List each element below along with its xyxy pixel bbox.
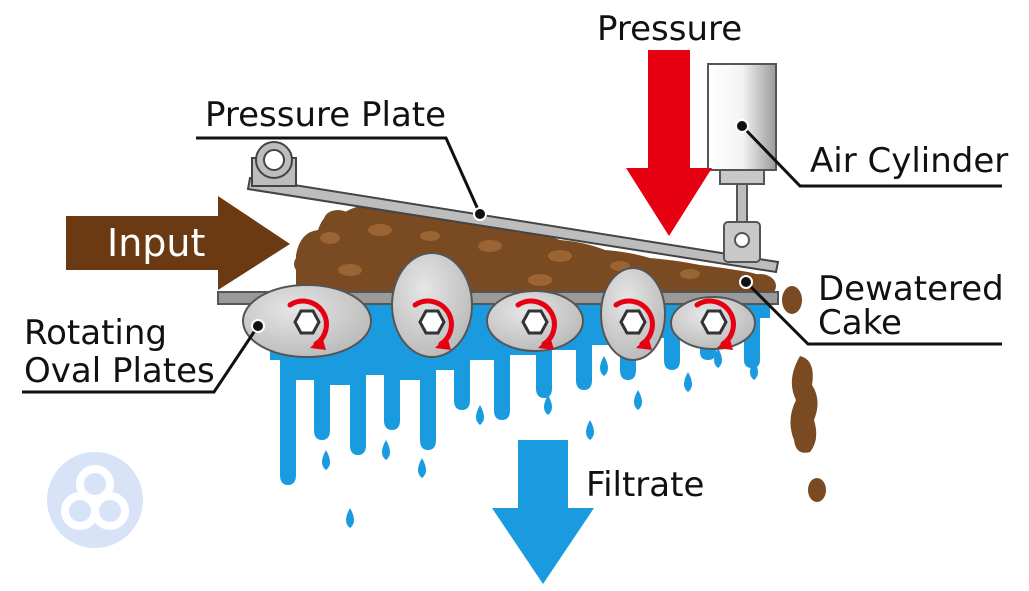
label-pressure-plate: Pressure Plate xyxy=(205,95,446,135)
filtrate-streams xyxy=(270,300,770,485)
hex-nut-icon xyxy=(619,309,647,335)
oval-plate xyxy=(391,252,473,358)
falling-cake xyxy=(782,286,826,502)
air-cylinder xyxy=(707,63,777,263)
rotate-clockwise-icon xyxy=(613,298,655,347)
label-cake: Cake xyxy=(818,303,902,343)
rotate-clockwise-icon xyxy=(287,298,329,347)
pressure-plate-leader xyxy=(196,136,482,215)
leader-lines xyxy=(22,124,1002,394)
leader-dots xyxy=(251,119,753,333)
hex-nut-icon xyxy=(521,309,549,335)
label-air-cylinder: Air Cylinder xyxy=(810,141,1008,181)
sludge-highlights xyxy=(320,224,700,286)
label-dewatered: Dewatered xyxy=(818,269,1004,309)
rotating-plates-leader xyxy=(22,325,260,394)
air-cylinder-leader xyxy=(740,124,1002,188)
filtrate-arrow xyxy=(492,440,594,584)
filtrate-drops xyxy=(322,348,758,528)
dewatered-cake-leader xyxy=(744,280,1002,346)
rotate-clockwise-icon xyxy=(694,298,736,347)
hex-nut-icon xyxy=(418,309,446,335)
three-circle-logo-icon xyxy=(47,452,143,548)
hex-nut-icon xyxy=(293,309,321,335)
label-input: Input xyxy=(107,221,205,265)
hex-nut-icon xyxy=(700,309,728,335)
rotate-clockwise-icon xyxy=(515,298,557,347)
rotation-arrows xyxy=(287,298,736,347)
pressure-plate xyxy=(246,141,780,274)
label-oval-plates: Oval Plates xyxy=(24,351,215,391)
rotate-clockwise-icon xyxy=(412,298,454,347)
label-rotating: Rotating xyxy=(24,313,167,353)
pressure-arrow xyxy=(626,50,712,236)
rotation-arrowheads xyxy=(310,336,733,350)
hex-hubs xyxy=(293,309,728,335)
label-filtrate: Filtrate xyxy=(586,465,704,505)
label-pressure: Pressure xyxy=(597,9,742,49)
input-arrow xyxy=(66,196,290,290)
